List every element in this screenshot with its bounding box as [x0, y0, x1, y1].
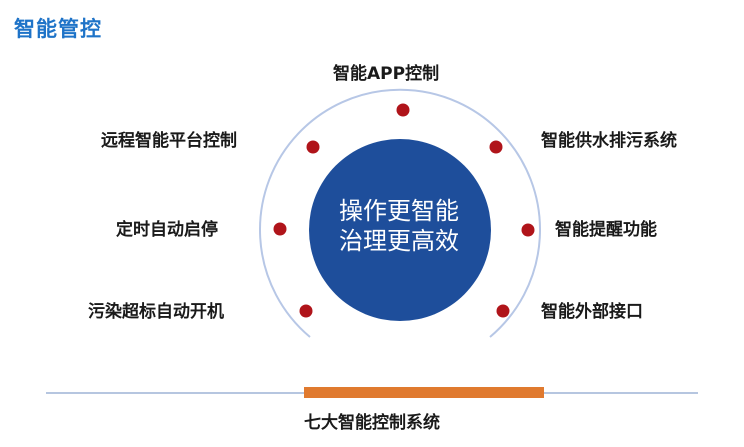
feature-label-remote: 远程智能平台控制 — [101, 131, 237, 151]
center-line-2: 治理更高效 — [339, 227, 459, 255]
dot-reminder — [521, 223, 535, 237]
dot-interface — [496, 304, 510, 318]
feature-label-interface: 智能外部接口 — [541, 302, 643, 322]
outer-ring — [259, 88, 541, 338]
dot-remote — [306, 140, 320, 154]
feature-label-reminder: 智能提醒功能 — [555, 220, 657, 240]
center-text: 操作更智能 治理更高效 — [320, 196, 478, 256]
footer-label: 七大智能控制系统 — [304, 413, 440, 433]
feature-label-pollution: 污染超标自动开机 — [88, 302, 224, 322]
page-title: 智能管控 — [14, 17, 102, 41]
dot-app — [396, 103, 410, 117]
feature-label-app: 智能APP控制 — [333, 64, 440, 84]
dot-timer — [273, 222, 287, 236]
feature-label-water: 智能供水排污系统 — [541, 131, 677, 151]
dot-pollution — [299, 304, 313, 318]
center-line-1: 操作更智能 — [339, 197, 459, 225]
bottom-bar — [304, 387, 544, 398]
feature-label-timer: 定时自动启停 — [116, 220, 218, 240]
center-circle — [309, 139, 491, 321]
dot-water — [489, 140, 503, 154]
